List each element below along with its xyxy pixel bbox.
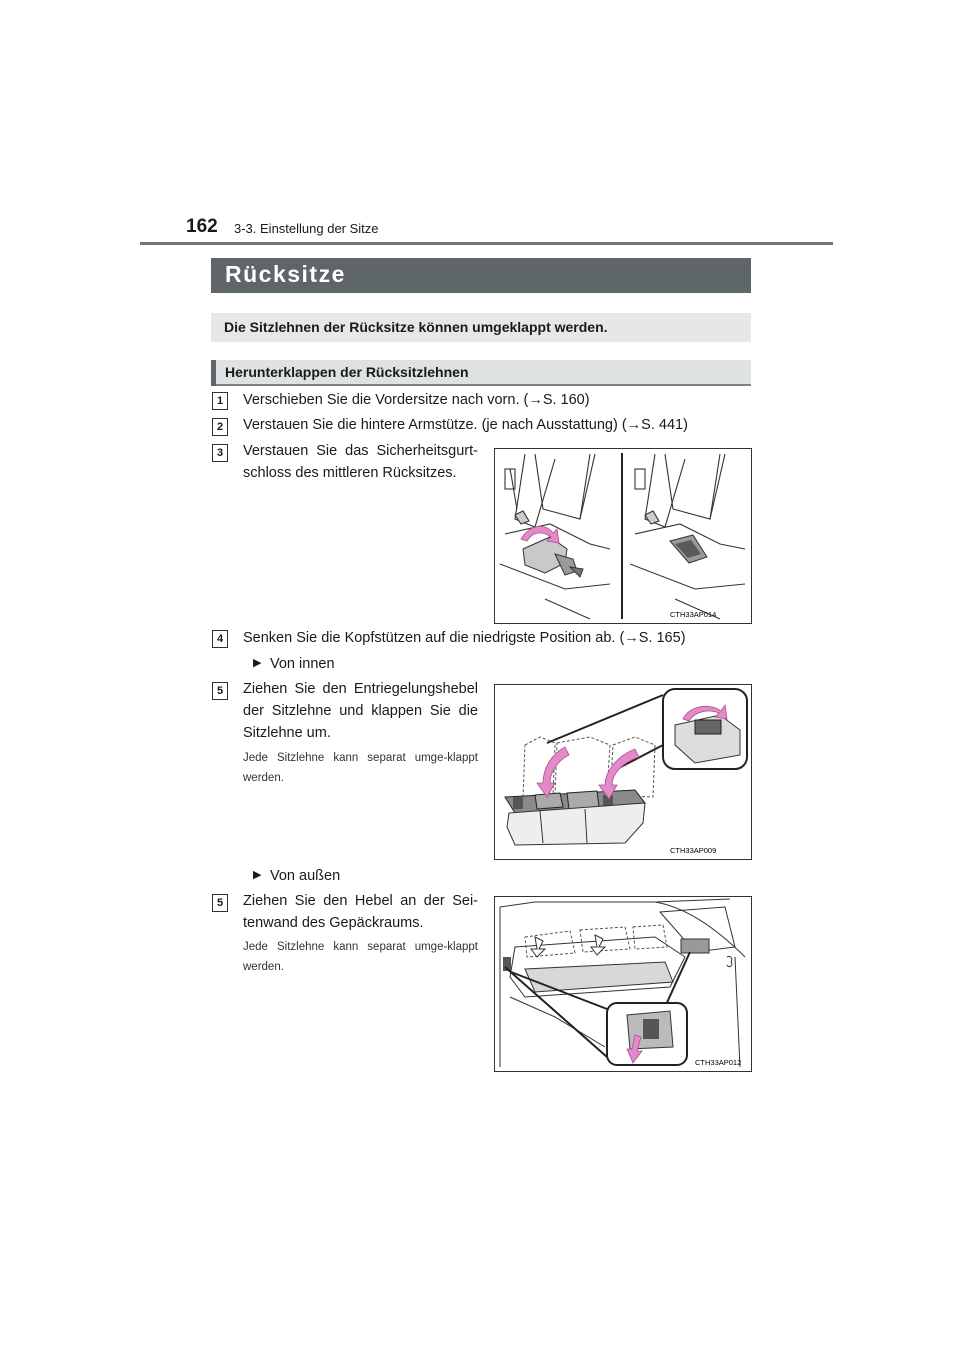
subsection-heading-bar: Herunterklappen der Rücksitzlehnen: [211, 360, 751, 386]
bullet-triangle-icon: ▶: [253, 869, 262, 881]
step-4-text: Senken Sie die Kopfstützen auf die niedr…: [243, 630, 686, 646]
outside-note: Jede Sitzlehne kann separat umge-klappt …: [243, 941, 478, 973]
outside-step-text: Ziehen Sie den Hebel an der Sei-tenwand …: [243, 893, 478, 931]
intro-box: Die Sitzlehnen der Rücksitze können umge…: [211, 313, 751, 342]
figure-2-code: CTH33AP009: [670, 846, 716, 855]
figure-1-code: CTH33AP014: [670, 610, 716, 619]
figure-lever-inside: CTH33AP009: [494, 684, 752, 860]
seat-lever-illustration: CTH33AP009: [504, 688, 748, 855]
figure-lever-luggage: CTH33AP012: [494, 896, 752, 1072]
step-number-5-outside: 5: [212, 894, 228, 912]
step-number-1: 1: [212, 392, 228, 410]
step-number-4: 4: [212, 630, 228, 648]
step-3-text: Verstauen Sie das Sicherheitsgurt-schlos…: [243, 443, 478, 481]
inside-step-text: Ziehen Sie den Entriegelungshebel der Si…: [243, 681, 478, 741]
step-2-text: Verstauen Sie die hintere Armstütze. (je…: [243, 417, 688, 433]
step-number-3: 3: [212, 444, 228, 462]
step-number-2: 2: [212, 418, 228, 436]
section-reference: 3-3. Einstellung der Sitze: [234, 221, 379, 236]
page-title: Rücksitze: [225, 261, 346, 287]
figure-3-code: CTH33AP012: [695, 1058, 741, 1067]
page-number: 162: [186, 216, 218, 237]
inside-note: Jede Sitzlehne kann separat umge-klappt …: [243, 752, 478, 784]
header-rule: [140, 242, 833, 245]
subsection-title: Herunterklappen der Rücksitzlehnen: [225, 364, 469, 380]
intro-text: Die Sitzlehnen der Rücksitze können umge…: [224, 319, 608, 335]
page-title-bar: Rücksitze: [211, 258, 751, 293]
outside-label: Von außen: [270, 868, 341, 884]
luggage-lever-illustration: CTH33AP012: [499, 898, 746, 1068]
step-number-5-inside: 5: [212, 682, 228, 700]
seatbelt-buckle-illustration: CTH33AP014: [499, 453, 746, 620]
subsection-accent: [211, 360, 216, 386]
inside-label: Von innen: [270, 656, 335, 672]
step-1-text: Verschieben Sie die Vordersitze nach vor…: [243, 392, 590, 408]
figure-seatbelt-buckle: CTH33AP014: [494, 448, 752, 624]
bullet-triangle-icon: ▶: [253, 657, 262, 669]
